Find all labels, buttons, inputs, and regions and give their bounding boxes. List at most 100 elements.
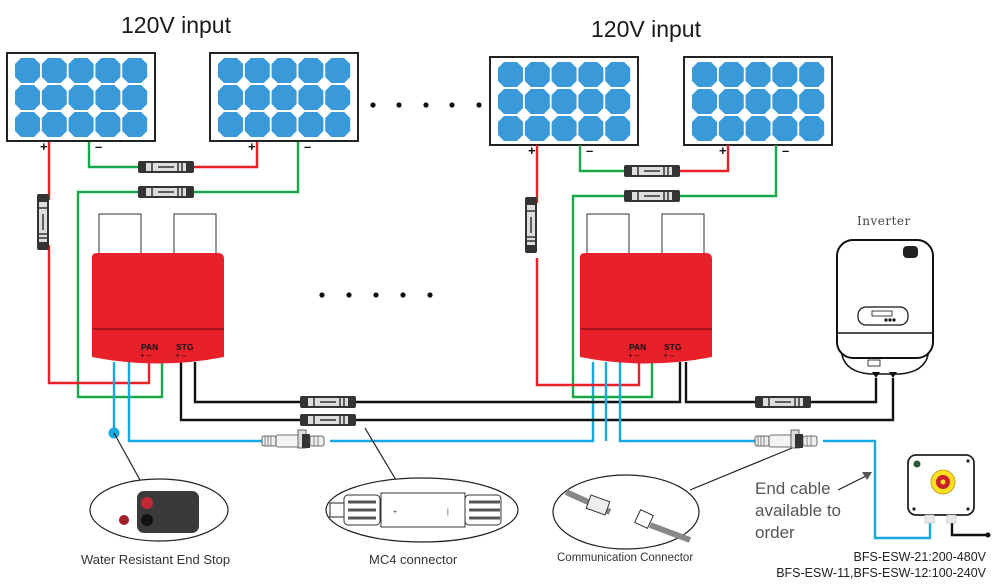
pan-label: PAN: [629, 342, 646, 352]
panel-cell: [298, 112, 324, 137]
inverter-icon[interactable]: [836, 239, 934, 378]
panel-cell: [122, 58, 148, 83]
solar-panel-3[interactable]: +–: [489, 56, 639, 158]
panel-cell: [15, 58, 40, 83]
panel-cell: [578, 62, 604, 87]
panel-cell: [524, 116, 550, 141]
emergency-switch-icon[interactable]: [907, 454, 975, 524]
panel-cell: [271, 85, 297, 110]
panel-cell: [218, 85, 243, 110]
panel-cell: [68, 58, 94, 83]
panel-cell: [745, 62, 771, 87]
panel-cell: [244, 58, 270, 83]
mc4-connector-inverter[interactable]: [754, 395, 812, 409]
end-cable-note: End cable available to order: [755, 479, 842, 542]
mc4-connector-icon[interactable]: + |: [325, 477, 519, 543]
panel-cell: [799, 62, 825, 87]
panel-cell: [524, 89, 550, 114]
plus-terminal-label: +: [248, 139, 256, 154]
solar-panel-1[interactable]: +–: [6, 52, 156, 154]
panel-cell: [605, 116, 631, 141]
panel-cell: [692, 89, 717, 114]
panel-cell: [524, 62, 550, 87]
panel-cell: [772, 89, 798, 114]
panel-cell: [95, 85, 121, 110]
panel-cell: [68, 85, 94, 110]
panel-cell: [15, 85, 40, 110]
panel-cell: [95, 58, 121, 83]
comm-connector-icon[interactable]: [552, 474, 700, 550]
panel-cell: [578, 89, 604, 114]
panel-cell: [41, 85, 67, 110]
mc4-connector-p2-opt[interactable]: [137, 185, 195, 199]
svg-text:+: +: [393, 509, 397, 516]
plus-terminal-label: +: [719, 143, 727, 158]
callout-leaders: [113, 427, 869, 491]
pan-polarity: + –: [628, 351, 640, 360]
mc4-connector-p4-opt[interactable]: [623, 189, 681, 203]
mc4-connector-p3-p4[interactable]: [623, 164, 681, 178]
panel-cell: [271, 112, 297, 137]
end-stop-caption: Water Resistant End Stop: [81, 552, 231, 567]
panel-cell: [498, 116, 523, 141]
panel-cell: [95, 112, 121, 137]
panel-cell: [298, 58, 324, 83]
panel-cell: [551, 89, 577, 114]
panel-cell: [244, 85, 270, 110]
inverter-title: Inverter: [857, 214, 911, 228]
comm-connector-2[interactable]: [754, 429, 818, 449]
stg-polarity: + –: [663, 351, 675, 360]
panel-cell: [271, 58, 297, 83]
panel-cell: [325, 85, 351, 110]
pan-polarity: + –: [140, 351, 152, 360]
panel-cell: [605, 62, 631, 87]
panel-cell: [718, 89, 744, 114]
panel-cell: [122, 85, 148, 110]
svg-text:|: |: [447, 509, 449, 516]
mc4-connector-vertical-1[interactable]: [36, 193, 50, 251]
panel-cell: [551, 116, 577, 141]
minus-terminal-label: –: [304, 139, 311, 154]
plus-terminal-label: +: [528, 143, 536, 158]
panel-cell: [578, 116, 604, 141]
comm-connector-caption: Communication Connector: [557, 552, 694, 564]
panel-cell: [498, 62, 523, 87]
stg-polarity: + –: [175, 351, 187, 360]
mc4-connector-p1-p2[interactable]: [137, 160, 195, 174]
mc4-connector-vertical-2[interactable]: [524, 196, 538, 254]
stg-label: STG: [176, 342, 194, 352]
panel-cell: [244, 112, 270, 137]
panel-cell: [745, 89, 771, 114]
panel-cell: [605, 89, 631, 114]
end-stop-icon[interactable]: [89, 478, 229, 542]
group-2-title: 120V input: [591, 16, 701, 42]
solar-panel-2[interactable]: +–: [209, 52, 359, 154]
wires-group-1: [47, 142, 895, 443]
panel-cell: [41, 112, 67, 137]
panel-cell: [68, 112, 94, 137]
panel-cell: [718, 116, 744, 141]
panel-cell: [799, 89, 825, 114]
arrow-icon: [862, 472, 872, 480]
panel-cell: [218, 58, 243, 83]
mc4-caption: MC4 connector: [369, 552, 458, 567]
stg-label: STG: [664, 342, 682, 352]
panel-cell: [772, 62, 798, 87]
mc4-connector-dc-2[interactable]: [299, 413, 357, 427]
mc4-connector-dc-1[interactable]: [299, 395, 357, 409]
minus-terminal-label: –: [782, 143, 789, 158]
panel-cell: [122, 112, 148, 137]
panel-cell: [745, 116, 771, 141]
solar-panel-4[interactable]: +–: [683, 56, 833, 158]
panel-cell: [551, 62, 577, 87]
plus-terminal-label: +: [40, 139, 48, 154]
comm-connector-1[interactable]: [261, 429, 325, 449]
ellipsis-dots-middle: [319, 292, 433, 298]
panel-cell: [218, 112, 243, 137]
panel-cell: [692, 62, 717, 87]
pan-label: PAN: [141, 342, 158, 352]
panel-cell: [15, 112, 40, 137]
panel-cell: [718, 62, 744, 87]
